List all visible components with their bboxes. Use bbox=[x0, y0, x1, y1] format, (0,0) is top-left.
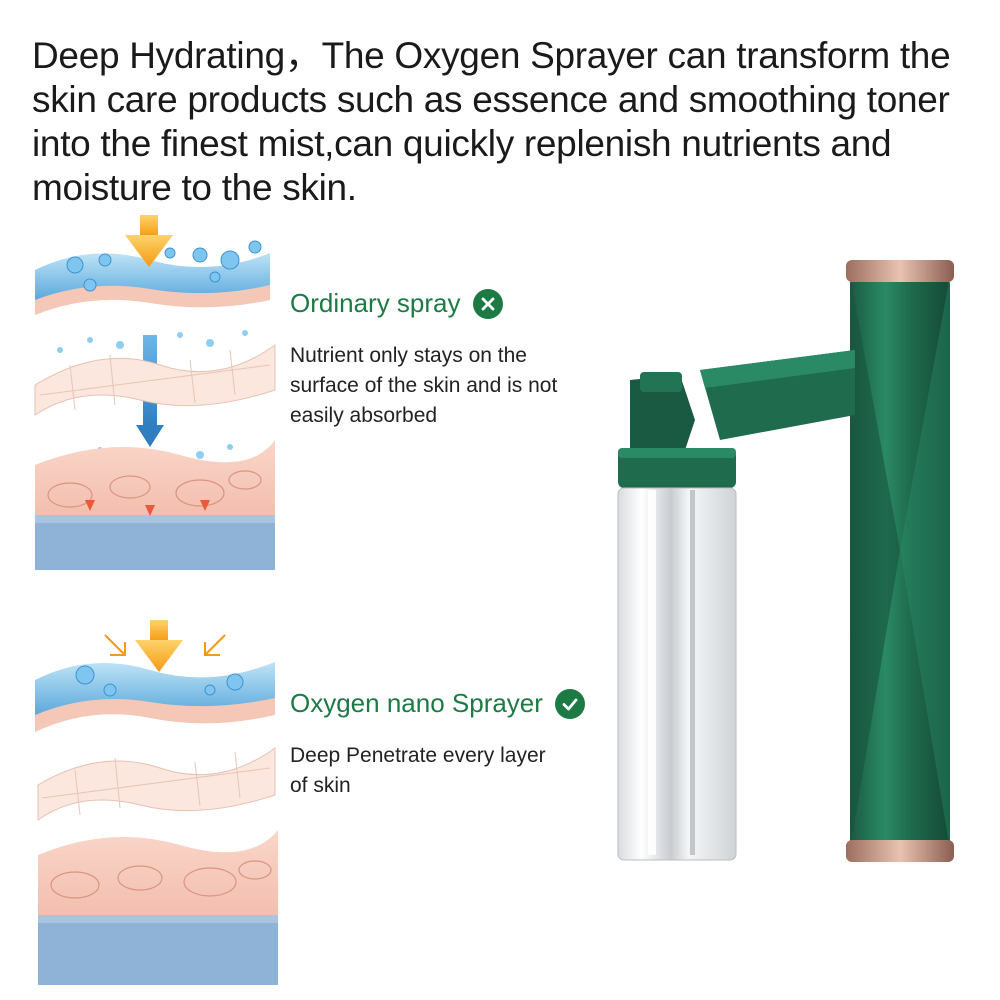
nano-sprayer-title: Oxygen nano Sprayer bbox=[290, 688, 585, 719]
nano-sprayer-description: Deep Penetrate every layer of skin bbox=[290, 744, 546, 797]
ordinary-spray-description: Nutrient only stays on the surface of th… bbox=[290, 344, 558, 427]
ordinary-spray-illustration bbox=[34, 215, 276, 570]
nano-sprayer-label: Oxygen nano Sprayer bbox=[290, 688, 543, 718]
ordinary-spray-label: Ordinary spray bbox=[290, 288, 461, 318]
cross-icon bbox=[472, 288, 503, 319]
check-icon bbox=[554, 688, 585, 719]
headline: Deep Hydrating，The Oxygen Sprayer can tr… bbox=[32, 35, 951, 208]
ordinary-spray-title: Ordinary spray bbox=[290, 288, 503, 319]
nano-sprayer-illustration bbox=[35, 620, 278, 985]
oxygen-sprayer-device bbox=[617, 260, 954, 862]
